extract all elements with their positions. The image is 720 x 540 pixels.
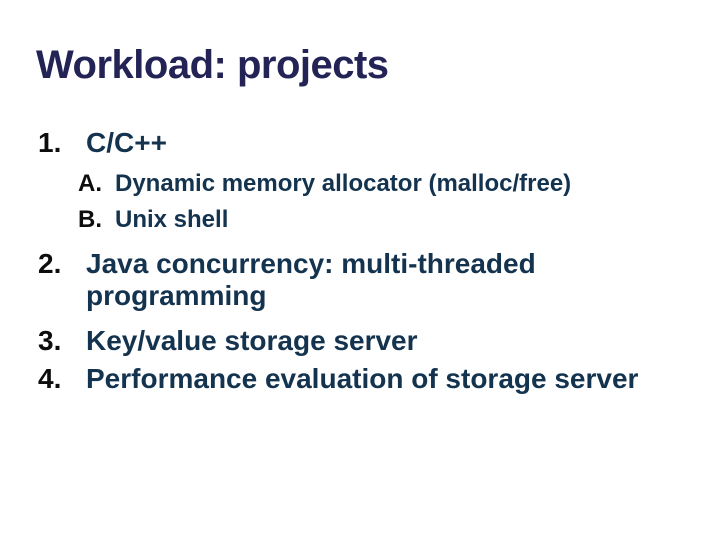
list-item-3-number: 3. [38,325,62,356]
list-item-1: 1. C/C++ [38,129,167,157]
list-subitem-1a: A. Dynamic memory allocator (malloc/free… [78,172,571,196]
list-item-3: 3. Key/value storage server [38,327,418,355]
list-item-2: 2. Java concurrency: multi-threaded prog… [38,248,546,312]
list-subitem-1b-text: Unix shell [115,206,229,233]
list-item-3-text: Key/value storage server [86,325,418,356]
slide-title: Workload: projects [36,43,389,87]
list-subitem-1b-letter: B. [78,206,102,233]
list-item-2-number: 2. [38,248,62,279]
list-item-4-number: 4. [38,363,62,394]
list-item-1-text: C/C++ [86,127,167,158]
list-subitem-1b: B. Unix shell [78,208,228,232]
list-item-2-text: Java concurrency: multi-threaded program… [86,248,536,311]
list-item-4-text: Performance evaluation of storage server [86,363,639,394]
list-item-1-number: 1. [38,127,62,158]
list-item-4: 4. Performance evaluation of storage ser… [38,365,638,393]
list-subitem-1a-letter: A. [78,170,102,197]
list-subitem-1a-text: Dynamic memory allocator (malloc/free) [115,170,572,197]
